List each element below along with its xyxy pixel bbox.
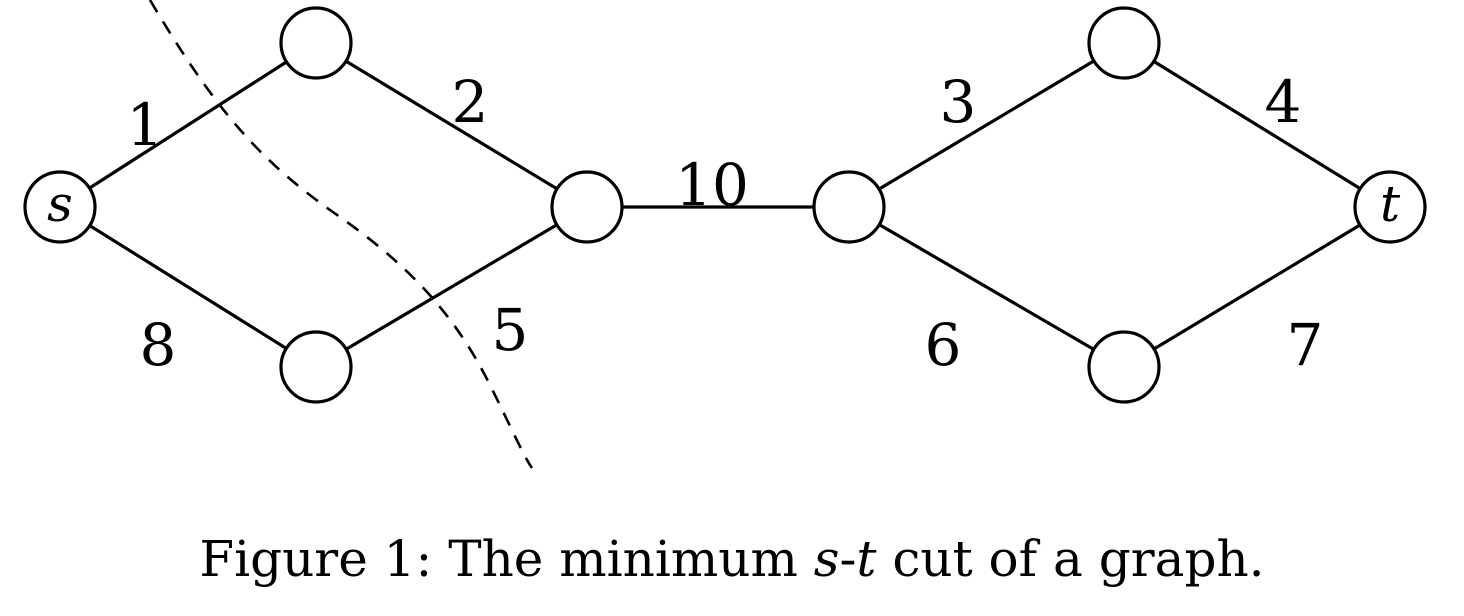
min-cut-dashed-curve [148,0,534,469]
caption-prefix: Figure 1: The minimum [199,530,814,588]
edge-weight-b2-t: 7 [1287,311,1324,379]
edge-weight-a1-m1: 2 [452,68,489,136]
caption-hyphen: - [839,530,857,588]
node-b1 [1087,6,1161,80]
edge-s-a2 [88,224,288,350]
edge-weight-m1-m2: 10 [675,151,749,219]
edge-weight-m2-b2: 6 [925,311,962,379]
node-b2 [1087,330,1161,404]
node-s [23,170,97,244]
edge-weight-b1-t: 4 [1265,68,1302,136]
node-a1 [279,6,353,80]
node-t [1353,170,1427,244]
edge-m2-b1 [878,59,1095,191]
edge-weights-layer: 1 2 8 5 10 3 4 6 7 [127,68,1324,379]
edge-b2-t [1153,223,1361,351]
edge-a1-m1 [345,59,558,191]
caption-suffix: cut of a graph. [876,530,1265,588]
figure-caption: Figure 1: The minimum s-t cut of a graph… [0,530,1464,588]
edge-a2-m1 [345,223,558,351]
node-m2 [812,170,886,244]
edge-s-a1 [88,60,288,190]
edge-weight-s-a2: 8 [140,311,177,379]
node-label-s: s [47,175,73,233]
node-m1 [550,170,624,244]
caption-t-variable: t [856,530,877,588]
node-a2 [279,330,353,404]
edge-weight-s-a1: 1 [127,91,164,159]
node-label-t: t [1380,175,1401,233]
edge-m2-b2 [878,223,1095,351]
caption-s-variable: s [813,530,840,588]
edge-b1-t [1152,60,1362,190]
edges-layer [88,59,1362,351]
edge-weight-a2-m1: 5 [492,296,529,364]
edge-weight-m2-b1: 3 [940,68,977,136]
